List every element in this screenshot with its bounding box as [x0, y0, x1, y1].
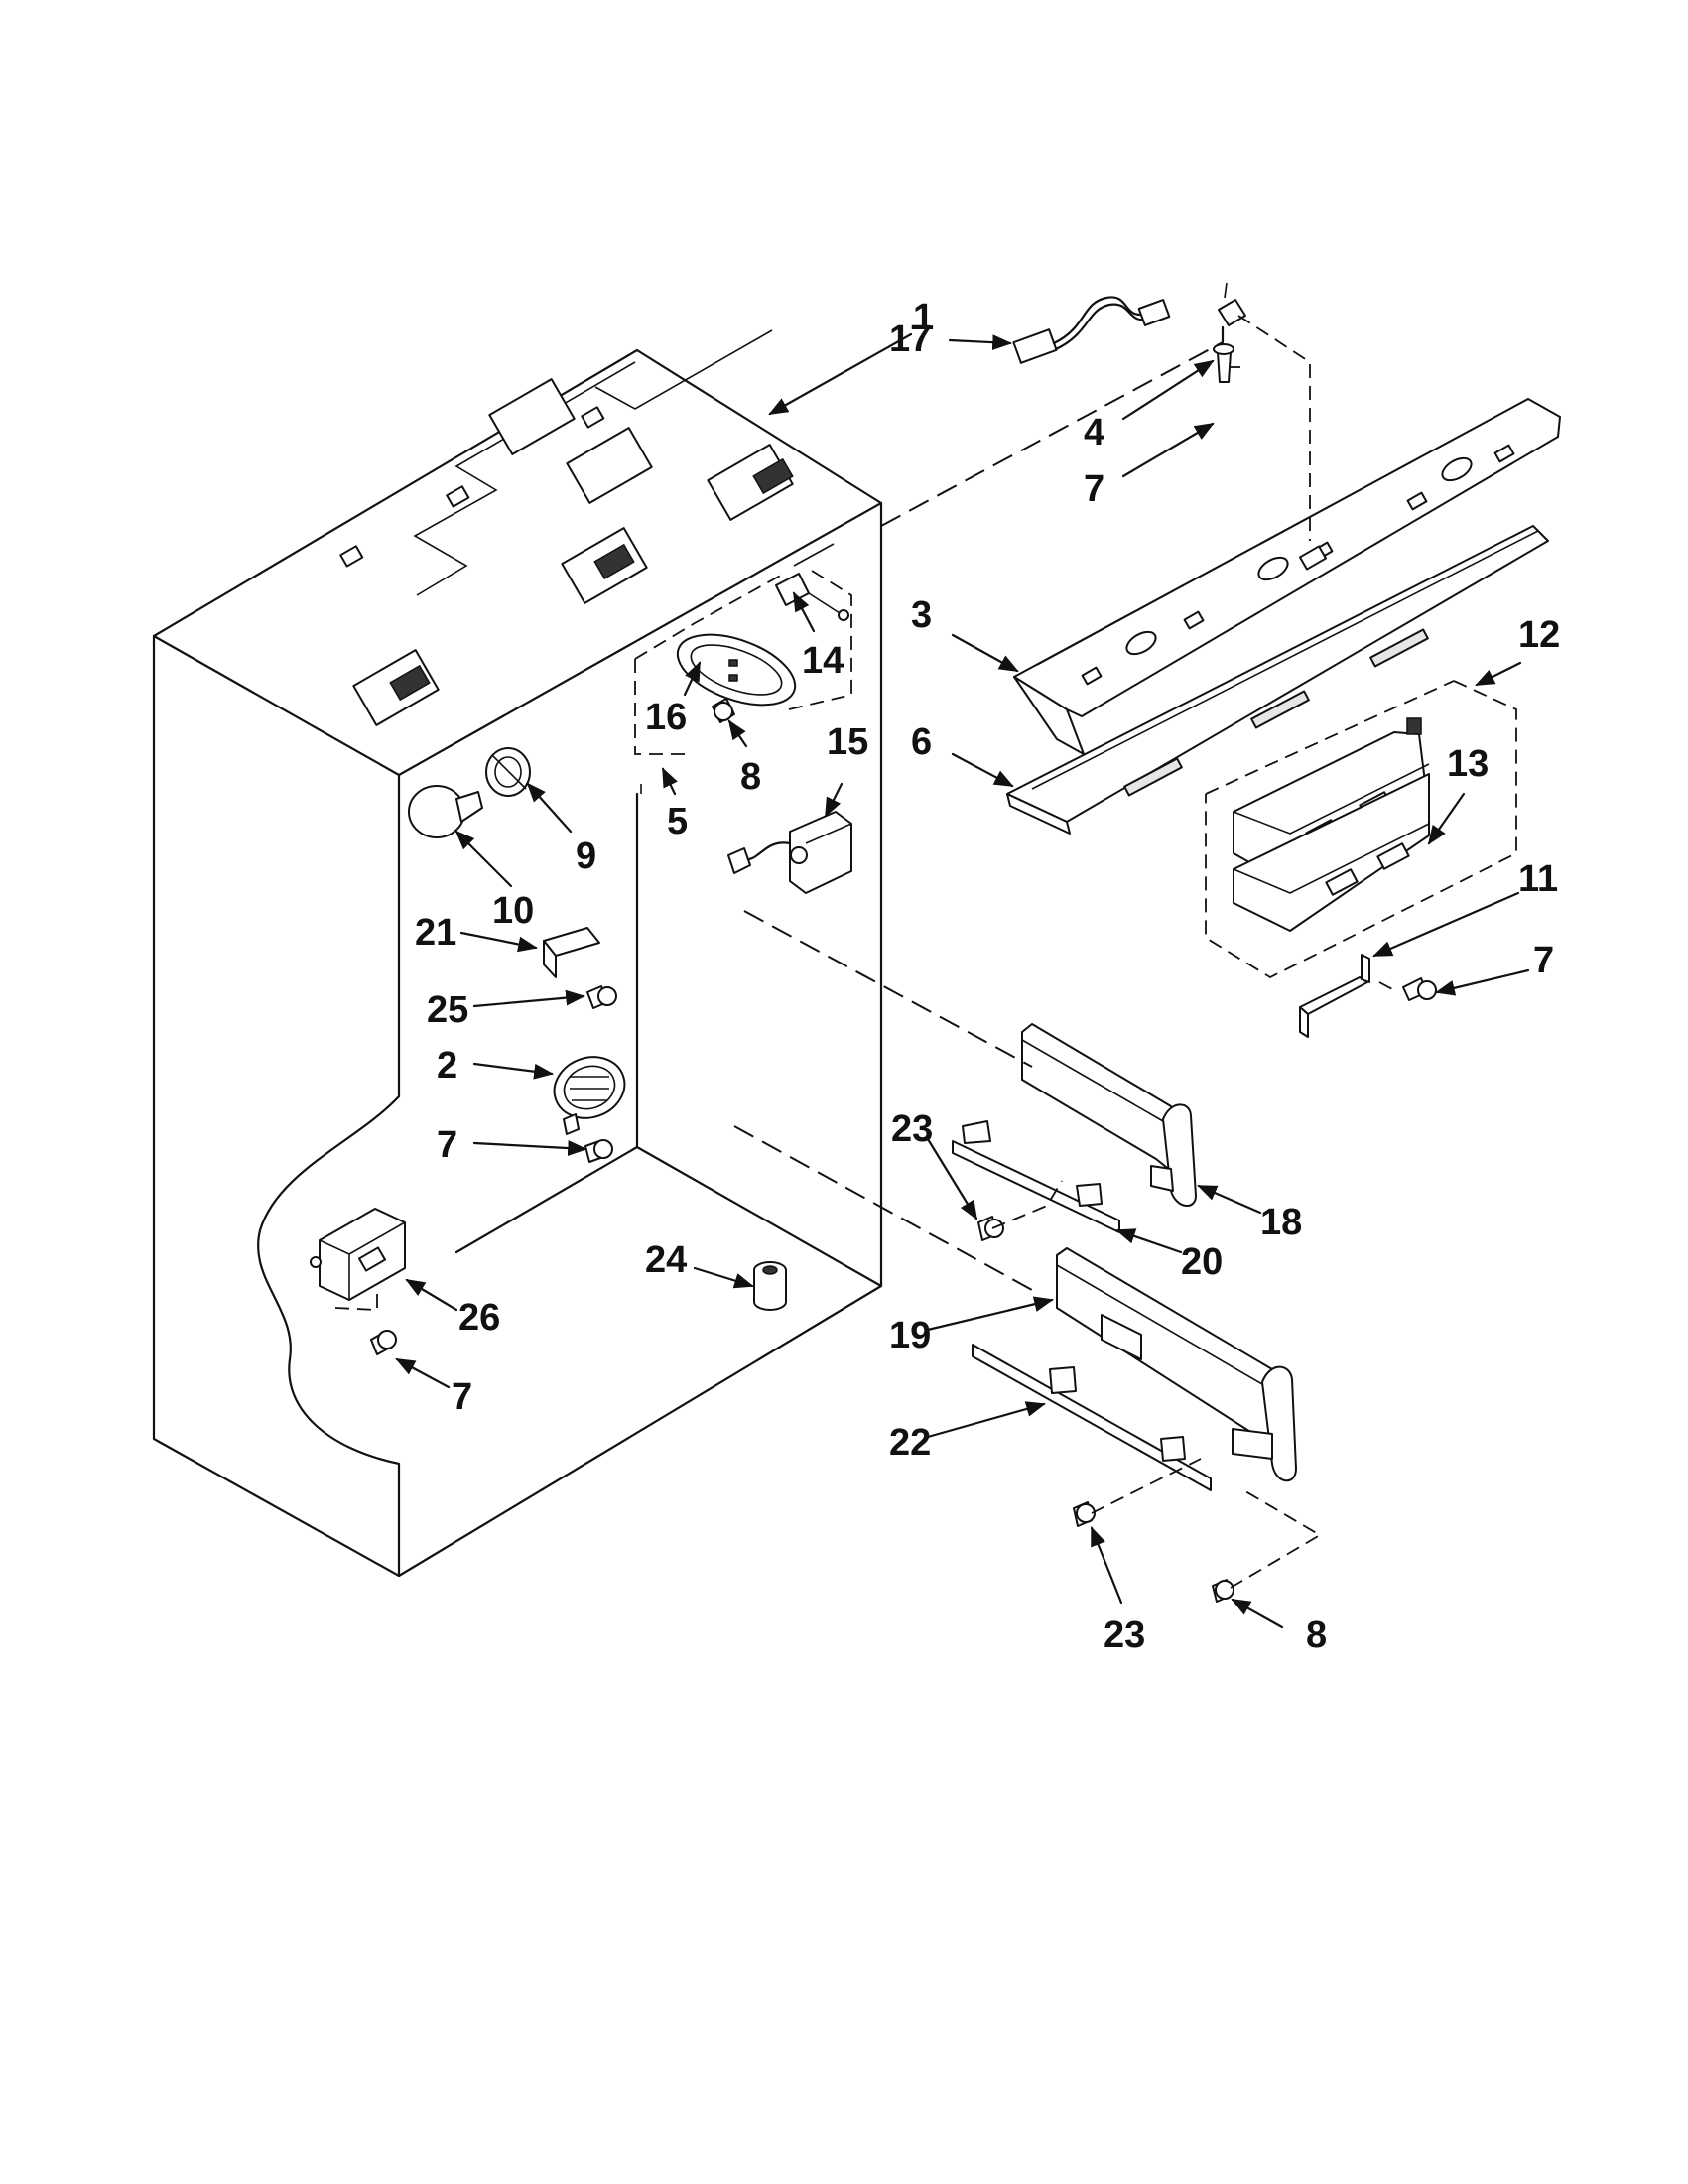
slide-22 [972, 1344, 1212, 1491]
callout-7-top: 7 [1084, 468, 1104, 510]
callout-4: 4 [1084, 412, 1104, 453]
callout-25: 25 [427, 989, 468, 1031]
rail-6 [1006, 525, 1549, 835]
grille-2 [553, 1056, 626, 1163]
callout-8-lower: 8 [1306, 1614, 1327, 1656]
wire-harness-17 [1012, 296, 1171, 364]
control-group-5 [634, 570, 852, 755]
lamp-socket [408, 747, 531, 838]
leader-arrows [395, 332, 1530, 1629]
callout-21: 21 [415, 912, 456, 954]
assembly-lines [733, 315, 1395, 1589]
switch-15 [727, 811, 852, 894]
callout-26: 26 [458, 1297, 500, 1339]
callout-2: 2 [437, 1045, 457, 1087]
screw-23-upper [977, 1216, 1004, 1241]
callout-7-right: 7 [1533, 940, 1554, 981]
callout-9: 9 [576, 835, 596, 877]
callout-3: 3 [911, 594, 932, 636]
callout-18: 18 [1260, 1202, 1302, 1243]
bracket-21-screw-25 [543, 927, 617, 1009]
callout-17: 17 [889, 319, 931, 360]
drawer-front-18 [1021, 1023, 1197, 1207]
screw-8-lower [1212, 1579, 1234, 1603]
callout-23-lower: 23 [1104, 1614, 1145, 1656]
cabinet-liner [152, 329, 883, 1578]
callout-7-lower: 7 [452, 1376, 472, 1418]
module-12-group [1205, 680, 1517, 979]
callout-1: 1 [913, 297, 934, 338]
callout-13: 13 [1447, 743, 1489, 785]
screw-23-lower [1073, 1501, 1096, 1527]
bracket-11 [1299, 954, 1437, 1038]
callout-10: 10 [492, 890, 534, 932]
callout-16: 16 [645, 697, 687, 738]
callout-5: 5 [667, 801, 688, 842]
part-24-cap [753, 1261, 787, 1311]
callout-7-mid: 7 [437, 1124, 457, 1166]
slide-20 [952, 1120, 1120, 1233]
callout-19: 19 [889, 1315, 931, 1356]
callout-8-upper: 8 [740, 756, 761, 798]
control-box-26 [310, 1208, 406, 1355]
callout-12: 12 [1518, 614, 1560, 656]
callout-22: 22 [889, 1422, 931, 1464]
bracket-4-screw-7 [1213, 282, 1246, 383]
callout-6: 6 [911, 721, 932, 763]
callout-20: 20 [1181, 1241, 1223, 1283]
callout-24: 24 [645, 1239, 687, 1281]
drawer-front-19 [1056, 1247, 1297, 1482]
callout-labels: 1 17 4 7 3 12 6 13 11 7 14 16 15 8 5 9 1… [415, 297, 1560, 1656]
callout-15: 15 [827, 721, 868, 763]
callout-14: 14 [802, 640, 844, 682]
callout-23-upper: 23 [891, 1108, 933, 1150]
callout-11: 11 [1518, 858, 1558, 900]
